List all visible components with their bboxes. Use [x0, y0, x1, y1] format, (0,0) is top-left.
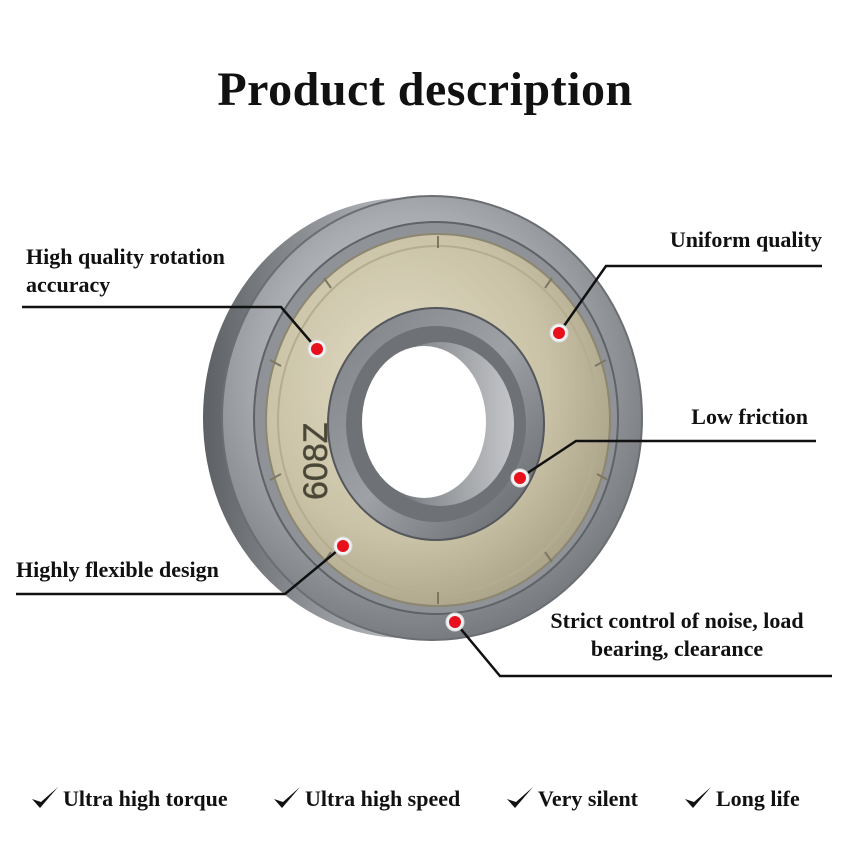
- check-icon: [507, 787, 533, 808]
- callout-dots: [307, 323, 569, 632]
- check-icon: [685, 787, 711, 808]
- feature-item: Ultra high torque: [30, 784, 228, 814]
- callout-flexible-design: Highly flexible design: [16, 557, 219, 582]
- check-icon: [274, 787, 300, 808]
- callout-uniform-quality: Uniform quality: [669, 227, 822, 252]
- callout-noise-control-line1: Strict control of noise, load: [550, 608, 804, 633]
- feature-item: Very silent: [505, 784, 638, 814]
- callout-rotation-accuracy-line2: accuracy: [26, 272, 111, 297]
- feature-label: Very silent: [538, 786, 639, 811]
- feature-item: Long life: [683, 784, 800, 814]
- feature-label: Ultra high torque: [63, 786, 228, 811]
- callout-rotation-accuracy-line1: High quality rotation: [26, 244, 225, 269]
- callout-low-friction: Low friction: [691, 404, 808, 429]
- feature-item: Ultra high speed: [272, 784, 460, 814]
- feature-label: Ultra high speed: [305, 786, 461, 811]
- leader-lines: [16, 264, 832, 678]
- callout-rotation-accuracy: High quality rotation accuracy: [26, 243, 225, 299]
- callout-noise-control-line2: bearing, clearance: [590, 636, 764, 661]
- callout-noise-control: Strict control of noise, load bearing, c…: [522, 607, 832, 663]
- feature-list: Ultra high torque Ultra high speed Very …: [0, 784, 850, 824]
- page-title: Product description: [217, 63, 633, 116]
- feature-label: Long life: [716, 786, 800, 811]
- bore-hole: [362, 342, 514, 506]
- bearing-marking: 608Z: [297, 423, 335, 501]
- check-icon: [32, 787, 58, 808]
